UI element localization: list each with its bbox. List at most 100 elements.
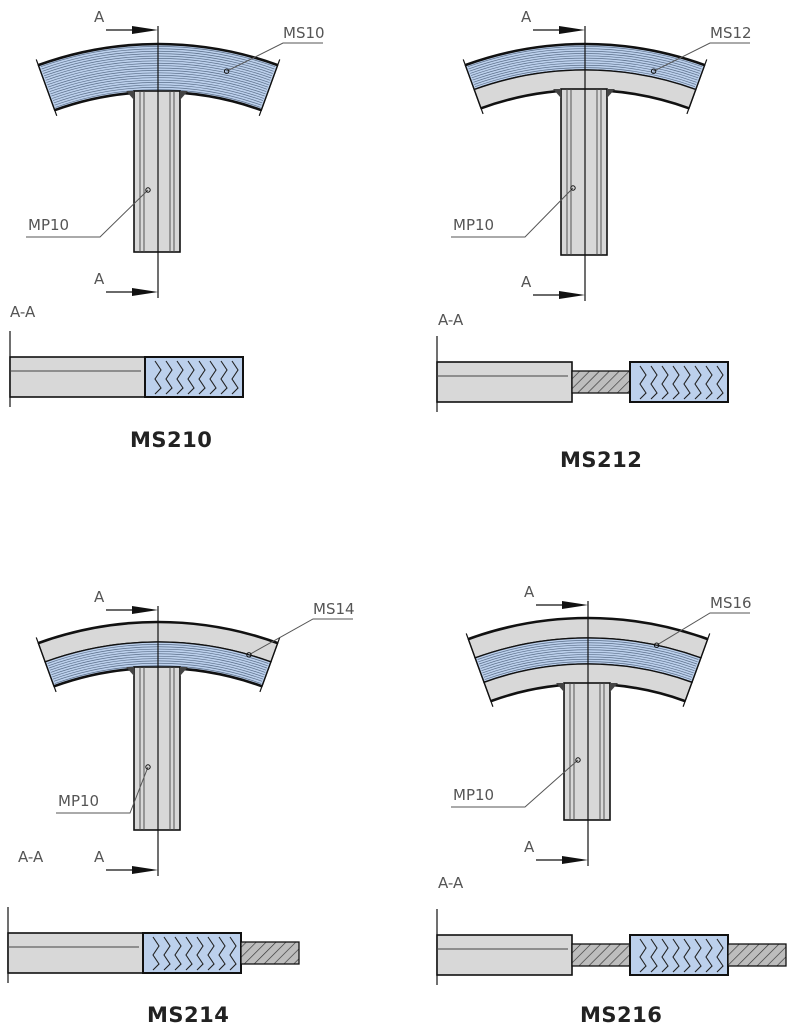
lamination-fold [639, 365, 647, 400]
section-letter-bottom: A [94, 848, 105, 866]
section-view [9, 331, 244, 407]
pipe [556, 682, 618, 821]
section-arrow-bottom [132, 866, 158, 874]
lamination-fold [231, 360, 239, 395]
variant-title: MS212 [560, 448, 642, 472]
weld-fillet [126, 667, 134, 676]
section-arrow-bottom [559, 291, 585, 299]
lamination-fold [163, 936, 171, 971]
lamination-fold [661, 938, 669, 973]
pipe-leader [56, 766, 149, 814]
section-arrow-top [132, 26, 158, 34]
pipe-label: MP10 [453, 786, 494, 804]
section-letter-top: A [521, 8, 532, 26]
section-letter-bottom: A [521, 273, 532, 291]
section-view-label: A-A [10, 303, 36, 321]
lamination-fold [196, 936, 204, 971]
steel-plate-section [727, 943, 787, 967]
sheet-pack-section [142, 932, 242, 974]
lamination-fold [716, 365, 724, 400]
section-view [436, 909, 787, 985]
lamination-fold [207, 936, 215, 971]
lamination-fold [672, 938, 680, 973]
lamination-fold [694, 365, 702, 400]
section-letter-bottom: A [524, 838, 535, 856]
weld-fillet [610, 683, 618, 692]
pipe-label: MP10 [453, 216, 494, 234]
section-arrow-top [562, 601, 588, 609]
plate-leader [226, 42, 323, 72]
pipe [126, 666, 188, 831]
lamination-fold [209, 360, 217, 395]
plate-label: MS14 [313, 600, 355, 618]
section-view [436, 336, 729, 412]
section-arrow-top [559, 26, 585, 34]
weld-fillet [126, 91, 134, 100]
lamination-fold [187, 360, 195, 395]
variant-title: MS214 [147, 1003, 229, 1027]
section-view-label: A-A [18, 848, 44, 866]
pipe [126, 90, 188, 253]
section-arrow-bottom [132, 288, 158, 296]
weld-fillet [607, 89, 615, 98]
section-letter-top: A [94, 8, 105, 26]
lamination-fold [176, 360, 184, 395]
plate-label: MS10 [283, 24, 325, 42]
lamination-fold [683, 938, 691, 973]
steel-plate-section [240, 941, 300, 965]
steel-plate-section [571, 370, 631, 394]
steel-plate-section [571, 943, 631, 967]
pipe-label: MP10 [58, 792, 99, 810]
lamination-fold [218, 936, 226, 971]
pipe [553, 88, 615, 256]
lamination-fold [705, 938, 713, 973]
pipe-leader [451, 759, 579, 808]
section-view [7, 907, 300, 983]
weld-fillet [180, 91, 188, 100]
lamination-fold [650, 365, 658, 400]
lamination-fold [650, 938, 658, 973]
plate-leader [656, 612, 750, 646]
weld-fillet [180, 667, 188, 676]
lamination-fold [705, 365, 713, 400]
section-view-label: A-A [438, 311, 464, 329]
lamination-fold [165, 360, 173, 395]
lamination-fold [152, 936, 160, 971]
lamination-fold [683, 365, 691, 400]
section-view-label: A-A [438, 874, 464, 892]
lamination-fold [716, 938, 724, 973]
sheet-pack-section [144, 356, 244, 398]
pipe-section [436, 934, 573, 976]
lamination-fold [229, 936, 237, 971]
lamination-fold [198, 360, 206, 395]
variant-title: MS210 [130, 428, 212, 452]
weld-fillet [553, 89, 561, 98]
variant-title: MS216 [580, 1003, 662, 1027]
lamination-fold [694, 938, 702, 973]
lamination-fold [220, 360, 228, 395]
pipe-section [436, 361, 573, 403]
sheet-pack-section [629, 934, 729, 976]
lamination-fold [174, 936, 182, 971]
pipe-leader [451, 187, 574, 238]
weld-fillet [556, 683, 564, 692]
lamination-fold [639, 938, 647, 973]
section-letter-top: A [524, 583, 535, 601]
pipe-section [9, 356, 146, 398]
section-letter-top: A [94, 588, 105, 606]
plate-leader [248, 618, 353, 656]
plate-label: MS12 [710, 24, 752, 42]
lamination-fold [661, 365, 669, 400]
sheet-pack-section [629, 361, 729, 403]
lamination-fold [185, 936, 193, 971]
section-arrow-bottom [562, 856, 588, 864]
plate-leader [653, 42, 750, 72]
plate-label: MS16 [710, 594, 752, 612]
lamination-fold [154, 360, 162, 395]
section-letter-bottom: A [94, 270, 105, 288]
